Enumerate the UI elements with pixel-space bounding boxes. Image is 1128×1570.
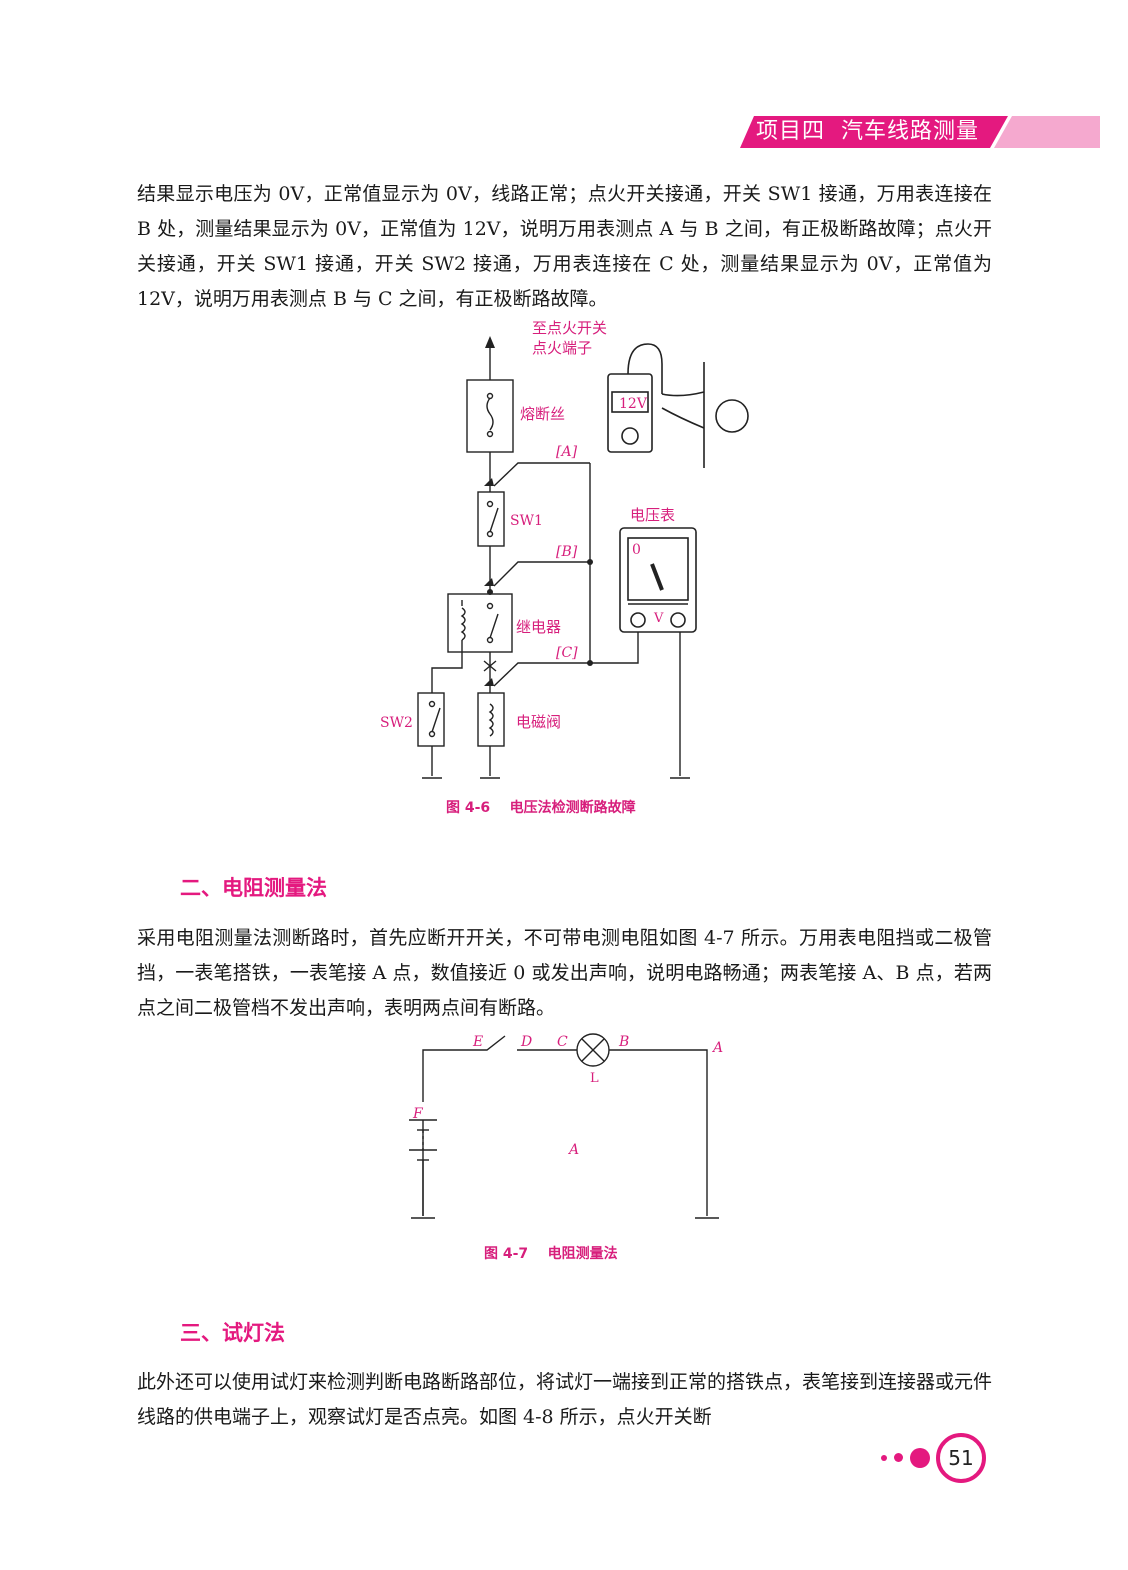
figure-4-6-diagram: 12V 至点火开关 点火端子 熔断丝 SW1 继电器 SW2 电磁阀 [A] [… [380,319,749,779]
multimeter-reading: 12V [619,396,648,412]
paragraph-voltage-method: 结果显示电压为 0V，正常值显示为 0V，线路正常；点火开关接通，开关 SW1 … [137,183,992,310]
label-l: L [590,1071,599,1086]
label-sw2: SW2 [380,715,413,731]
label-fuse: 熔断丝 [520,405,565,423]
figure-4-6-caption: 图 4-6 电压法检测断路故障 [446,800,636,816]
voltmeter-zero: 0 [632,542,641,558]
section-title-resistance: 二、电阻测量法 [180,876,327,900]
label-e: E [472,1034,483,1050]
figure-4-7-diagram: E D C B A F A L [409,1033,723,1219]
label-voltmeter: 电压表 [630,506,675,524]
label-point-b: [B] [556,544,578,560]
label-b: B [618,1034,629,1050]
header-title: 项目四 汽车线路测量 [756,118,979,146]
section-title-test-lamp: 三、试灯法 [180,1321,285,1345]
header-chapter-title: 汽车线路测量 [841,119,980,144]
label-point-a: [A] [556,444,578,460]
label-f: F [412,1106,424,1122]
page-number: 51 [936,1433,986,1483]
label-c: C [557,1034,568,1050]
label-a-right: A [711,1040,723,1056]
label-d: D [520,1034,532,1050]
paragraph-test-lamp: 此外还可以使用试灯来检测判断电路断路部位，将试灯一端接到正常的搭铁点，表笔接到连… [137,1371,993,1428]
label-solenoid: 电磁阀 [516,713,561,731]
page-dot-small [881,1455,887,1461]
label-to-ignition: 至点火开关 [532,319,607,337]
figure-4-7-caption: 图 4-7 电阻测量法 [484,1246,618,1262]
page-dot-large [910,1448,930,1468]
label-relay: 继电器 [516,618,561,636]
page-dot-medium [894,1453,903,1462]
label-sw1: SW1 [510,513,543,529]
header-project: 项目四 [756,119,826,144]
label-point-c: [C] [556,645,578,661]
label-a-center: A [567,1142,579,1158]
voltmeter-v: V [653,611,664,626]
header-band [740,116,1100,148]
label-ignition-terminal: 点火端子 [532,339,592,357]
paragraph-resistance-method: 采用电阻测量法测断路时，首先应断开开关，不可带电测电阻如图 4-7 所示。万用表… [137,927,992,1019]
